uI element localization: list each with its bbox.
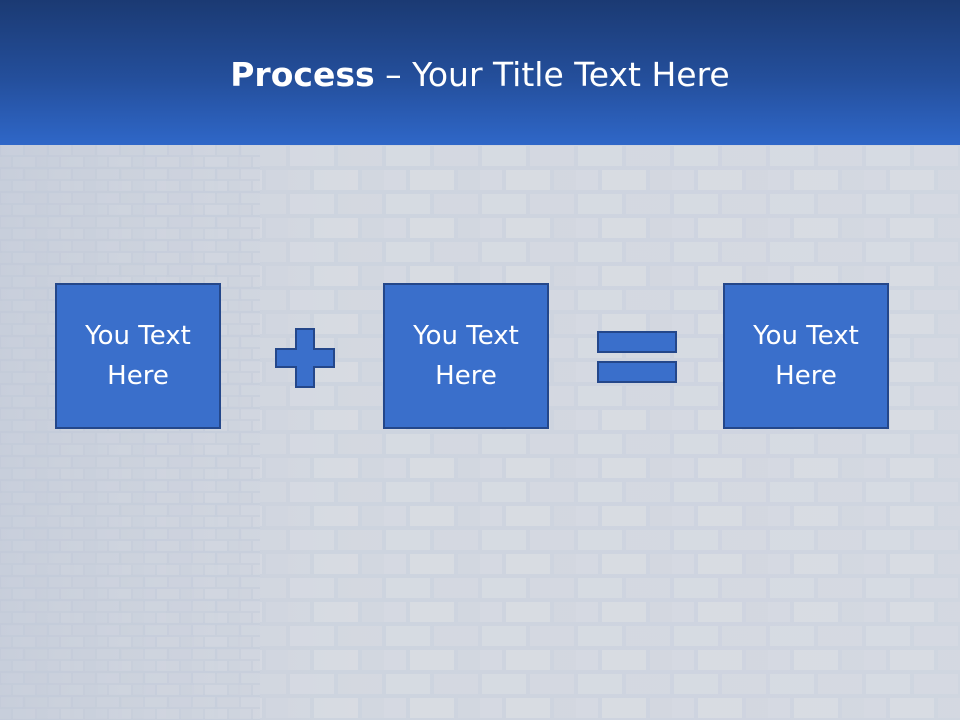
process-box-2[interactable]: You Text Here xyxy=(383,283,549,429)
plus-icon[interactable] xyxy=(274,327,336,389)
equals-icon[interactable] xyxy=(597,331,677,385)
process-box-2-label: You Text Here xyxy=(413,321,519,391)
title-bold-part: Process xyxy=(230,55,375,94)
title-bar xyxy=(0,0,960,145)
title-rest-part: – Your Title Text Here xyxy=(374,55,730,94)
process-box-1[interactable]: You Text Here xyxy=(55,283,221,429)
slide-title[interactable]: Process – Your Title Text Here xyxy=(0,52,960,98)
process-box-3[interactable]: You Text Here xyxy=(723,283,889,429)
process-box-3-label: You Text Here xyxy=(753,321,859,391)
process-box-1-label: You Text Here xyxy=(85,321,191,391)
